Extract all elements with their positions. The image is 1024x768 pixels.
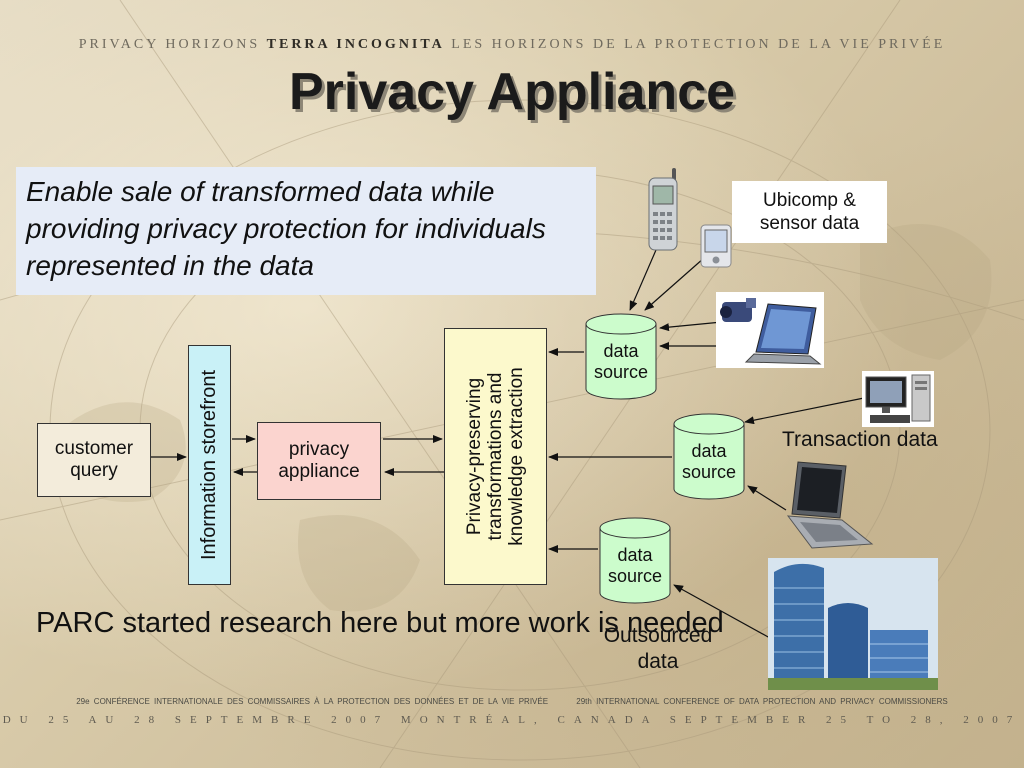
information-storefront-label: Information storefront — [198, 369, 221, 561]
arrow-camcorder-to-source1 — [659, 321, 723, 332]
arrow-phone-to-source1 — [629, 249, 657, 311]
cylinder-shape — [673, 413, 745, 500]
desktop-computer-icon — [862, 371, 934, 427]
conference-banner: PRIVACY HORIZONS TERRA INCOGNITA LES HOR… — [78, 37, 946, 52]
footer-conf-en: 29th INTERNATIONAL CONFERENCE OF DATA PR… — [576, 697, 948, 706]
arrow-desktop-to-source2 — [744, 397, 865, 425]
transformations-box: Privacy-preserving transformations and k… — [444, 328, 547, 585]
data-source-label: data source — [593, 341, 649, 382]
transformations-label: Privacy-preserving transformations and k… — [464, 367, 527, 546]
customer-query-box: customer query — [37, 423, 151, 497]
data-source-label: data source — [607, 545, 663, 586]
page-title: Privacy Appliance — [288, 63, 736, 121]
privacy-appliance-box: privacy appliance — [257, 422, 381, 500]
office-buildings-icon — [768, 558, 938, 690]
data-source-2: data source — [673, 413, 745, 501]
pda-icon — [700, 224, 732, 268]
cylinder-shape — [585, 313, 657, 400]
arrow-laptop2-to-source2 — [747, 485, 787, 511]
data-source-label: data source — [681, 441, 737, 482]
conference-dates: DU 25 AU 28 SEPTEMBRE 2007 MONTRÉAL, CAN… — [2, 714, 1022, 726]
data-source-1: data source — [585, 313, 657, 401]
conference-footer: 29e CONFÉRENCE INTERNATIONALE DES COMMIS… — [0, 697, 1024, 706]
camcorder-laptop-icon — [716, 292, 824, 368]
footer-conf-fr: 29e CONFÉRENCE INTERNATIONALE DES COMMIS… — [76, 697, 549, 706]
banner-bold: TERRA INCOGNITA — [266, 37, 445, 52]
cell-phone-icon — [648, 168, 678, 251]
data-source-3: data source — [599, 517, 671, 605]
information-storefront-box: Information storefront — [188, 345, 231, 585]
intro-box: Enable sale of transformed data while pr… — [16, 167, 596, 295]
ubicomp-label: Ubicomp & sensor data — [732, 181, 887, 243]
outsourced-data-label: Outsourced data — [603, 624, 713, 673]
transaction-data-label: Transaction data — [782, 428, 938, 451]
research-note: PARC started research here but more work… — [36, 607, 724, 639]
arrow-buildings-to-source3 — [673, 584, 771, 639]
laptop-icon — [786, 461, 874, 549]
arrow-pda-to-source1 — [644, 257, 705, 311]
cylinder-shape — [599, 517, 671, 604]
